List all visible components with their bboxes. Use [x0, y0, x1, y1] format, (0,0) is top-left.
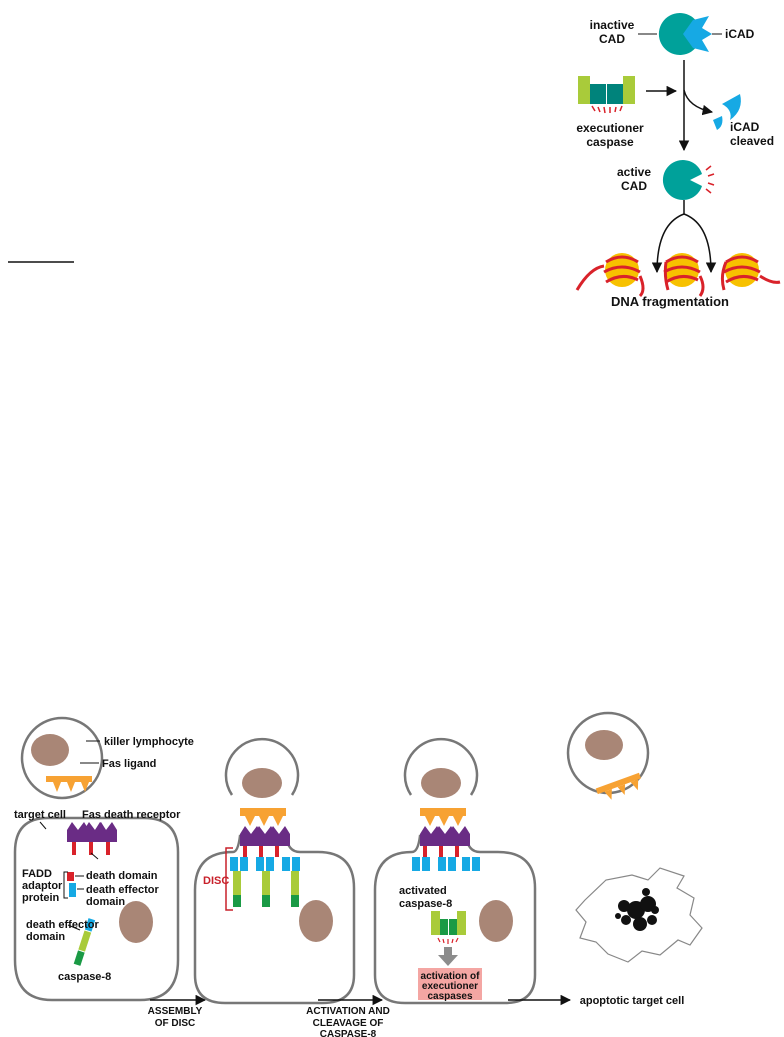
fadd-death-domain	[67, 872, 74, 881]
ded2-label-2: domain	[26, 931, 65, 943]
fadd-label-3: protein	[22, 892, 60, 904]
active-cad-shape	[662, 160, 702, 200]
dna-arrow-left	[651, 213, 685, 274]
step2-label-3: CASPASE-8	[320, 1029, 377, 1037]
executioner-label: executioner	[576, 121, 644, 135]
lymphocyte-nucleus	[31, 734, 69, 766]
stage-1: killer lymphocyte Fas ligand target cell…	[13, 716, 194, 1002]
activation-box-label: activation of	[421, 971, 481, 982]
killer-lymphocyte-label: killer lymphocyte	[104, 736, 194, 748]
icad-cleaved-label: iCAD	[730, 120, 760, 134]
inactive-cad-shape	[658, 13, 700, 56]
target-nucleus-2	[299, 900, 333, 942]
icad-shape	[683, 16, 712, 52]
inactive-cad-label-2: CAD	[599, 32, 625, 46]
active-cad-ticks	[705, 165, 715, 194]
fadd-bracket	[63, 871, 68, 899]
active-cad-label-2: CAD	[621, 179, 647, 193]
fas-ligand-shape	[46, 776, 92, 792]
target-nucleus-3	[479, 900, 513, 942]
fadd-effector-domain	[69, 883, 76, 897]
icad-cleaved-fragment-2	[713, 116, 723, 130]
step1-label-2: OF DISC	[155, 1018, 196, 1029]
fas-receptors-1	[67, 822, 117, 855]
cad-panel: inactive CAD iCAD executioner caspase iC…	[575, 13, 781, 309]
executioner-caspase-shape	[578, 76, 635, 114]
inactive-cad-label: inactive	[590, 18, 635, 32]
target-cell-1	[13, 816, 180, 1002]
fadd-label-2: adaptor	[22, 880, 63, 892]
fas-receptor-label: Fas death receptor	[82, 809, 181, 821]
activated-caspase8-shape	[431, 911, 466, 944]
stage-2: DISC	[193, 737, 356, 1005]
target-leader	[39, 821, 47, 830]
death-domain-label: death domain	[86, 870, 158, 882]
fas-panel: killer lymphocyte Fas ligand target cell…	[13, 711, 703, 1037]
target-nucleus-1	[119, 901, 153, 943]
fadd-label: FADD	[22, 868, 52, 880]
dna-fragmentation-label: DNA fragmentation	[611, 294, 729, 309]
stage-3: activated caspase-8 activation of execut…	[373, 737, 537, 1005]
active-cad-label: active	[617, 165, 651, 179]
apoptotic-label: apoptotic target cell	[580, 995, 685, 1007]
death-effector-label-2: domain	[86, 896, 125, 908]
disc-bracket	[225, 847, 233, 911]
stage-4: apoptotic target cell	[566, 711, 703, 1007]
step1-label: ASSEMBLY	[148, 1006, 203, 1017]
dna-arrow-right	[683, 213, 717, 274]
lymphocyte-4-nucleus	[585, 730, 623, 760]
caspase8-label: caspase-8	[58, 971, 111, 983]
executioner-label-2: caspase	[586, 135, 634, 149]
activation-box-label-2: executioner	[422, 981, 478, 992]
disc-label: DISC	[203, 875, 229, 887]
caspase8-molecule	[73, 918, 96, 966]
disc-complex-2	[230, 808, 300, 907]
fas-ligand-label: Fas ligand	[102, 758, 156, 770]
death-domain-leader-line	[90, 852, 99, 860]
death-effector-label: death effector	[86, 884, 159, 896]
icad-label: iCAD	[725, 27, 755, 41]
inactive-cad-complex	[658, 13, 712, 56]
activated-caspase-label: activated	[399, 885, 447, 897]
step2-label-2: CLEAVAGE OF	[313, 1018, 384, 1029]
ded2-leader	[67, 924, 81, 931]
ded2-label: death effector	[26, 919, 99, 931]
icad-cleaved-label-2: cleaved	[730, 134, 774, 148]
caspase-activity-ticks	[591, 105, 623, 114]
activated-caspase-label-2: caspase-8	[399, 898, 452, 910]
lymphocyte-2-nucleus	[242, 768, 282, 798]
disc-complex-3	[412, 808, 480, 871]
target-cell-label: target cell	[14, 809, 66, 821]
icad-branch-arrow	[683, 89, 714, 116]
icad-cleaved-fragment-1	[722, 94, 741, 120]
dna-nucleosomes	[575, 253, 781, 298]
activation-box-label-3: caspases	[427, 991, 472, 1002]
lymphocyte-3-nucleus	[421, 768, 461, 798]
activation-box	[418, 968, 482, 1000]
fragmented-nucleus	[615, 888, 659, 931]
gray-down-arrow	[438, 947, 458, 966]
step2-label: ACTIVATION AND	[306, 1006, 390, 1017]
fas-ligand-4	[595, 772, 642, 800]
